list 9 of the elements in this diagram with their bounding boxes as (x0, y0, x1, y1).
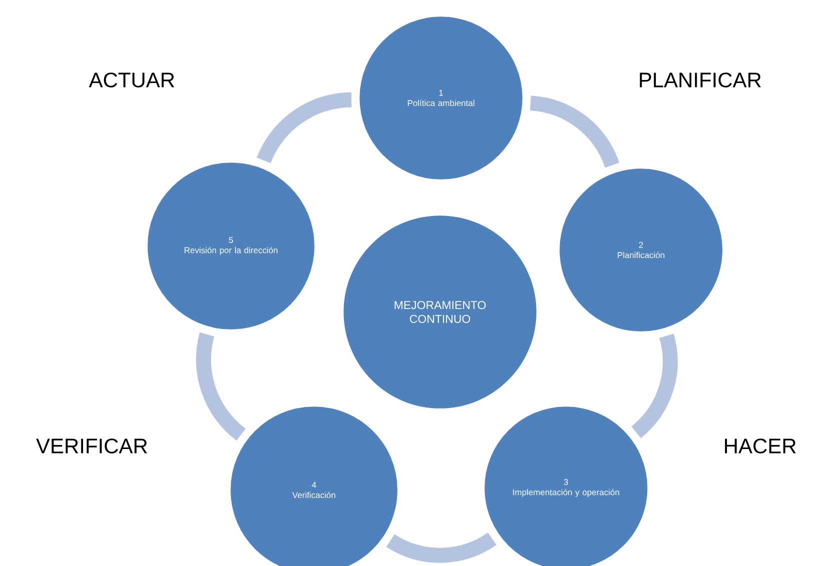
connector-arc (256, 92, 352, 164)
connector-arc (631, 334, 678, 438)
connector-arc (196, 332, 246, 440)
phase-label: PLANIFICAR (640, 72, 761, 88)
phase-label: HACER (724, 438, 796, 454)
phase-label: VERIFICAR (36, 438, 148, 454)
connector-arc (386, 532, 496, 563)
phase-label: ACTUAR (88, 72, 174, 88)
connector-arc (530, 96, 620, 168)
